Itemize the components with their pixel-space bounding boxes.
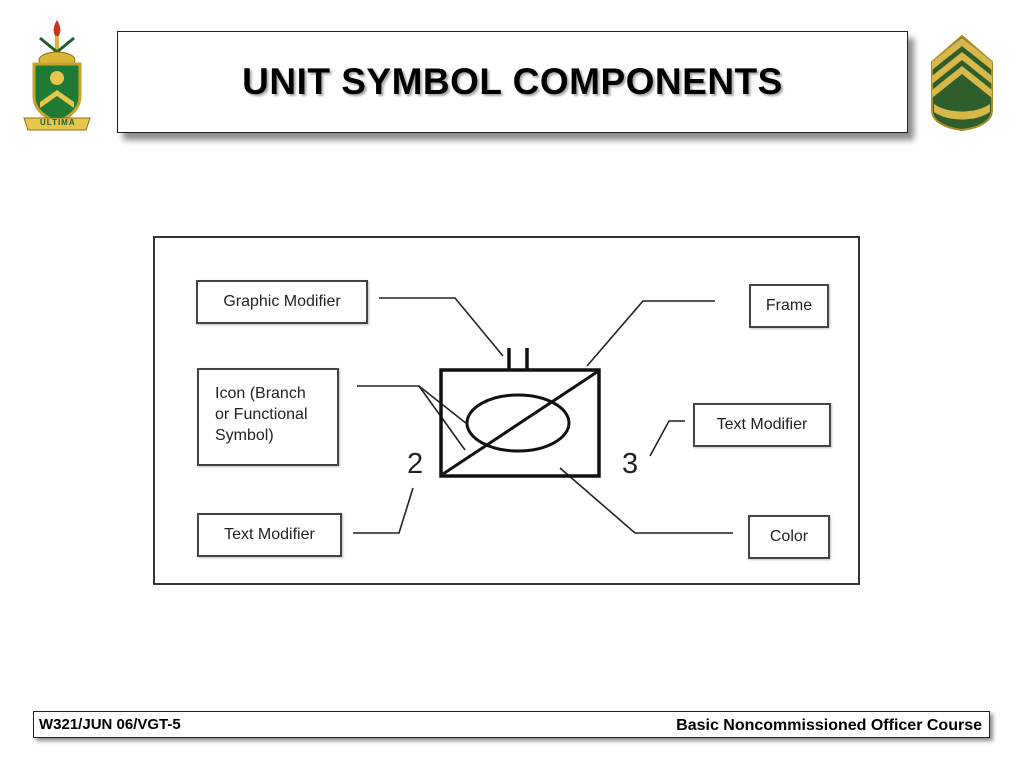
label-text-modifier-left: Text Modifier (197, 513, 342, 557)
title-box: UNIT SYMBOL COMPONENTS (117, 31, 908, 133)
label-frame: Frame (749, 284, 829, 328)
crest-motto: ULTIMA (40, 118, 76, 127)
label-text-modifier-right: Text Modifier (693, 403, 831, 447)
regimental-crest-logo: ULTIMA (22, 18, 92, 133)
icon-ellipse (465, 393, 571, 453)
unit-symbol-diagram: Graphic Modifier Icon (Branch or Functio… (153, 236, 860, 585)
label-icon: Icon (Branch or Functional Symbol) (197, 368, 339, 466)
position-number-2: 2 (407, 448, 424, 480)
footer-bar: W321/JUN 06/VGT-5 Basic Noncommissioned … (33, 711, 990, 738)
page-title: UNIT SYMBOL COMPONENTS (242, 61, 783, 102)
label-graphic-modifier: Graphic Modifier (196, 280, 368, 324)
label-color: Color (748, 515, 830, 559)
rank-insignia (928, 32, 996, 132)
chevrons-icon (931, 34, 993, 132)
footer-course-code: W321/JUN 06/VGT-5 (39, 716, 181, 733)
diagram-lines (353, 297, 733, 534)
position-number-3: 3 (622, 448, 639, 480)
frame-shape (439, 368, 601, 478)
crest-icon (23, 20, 91, 131)
footer-course-name: Basic Noncommissioned Officer Course (676, 717, 982, 734)
